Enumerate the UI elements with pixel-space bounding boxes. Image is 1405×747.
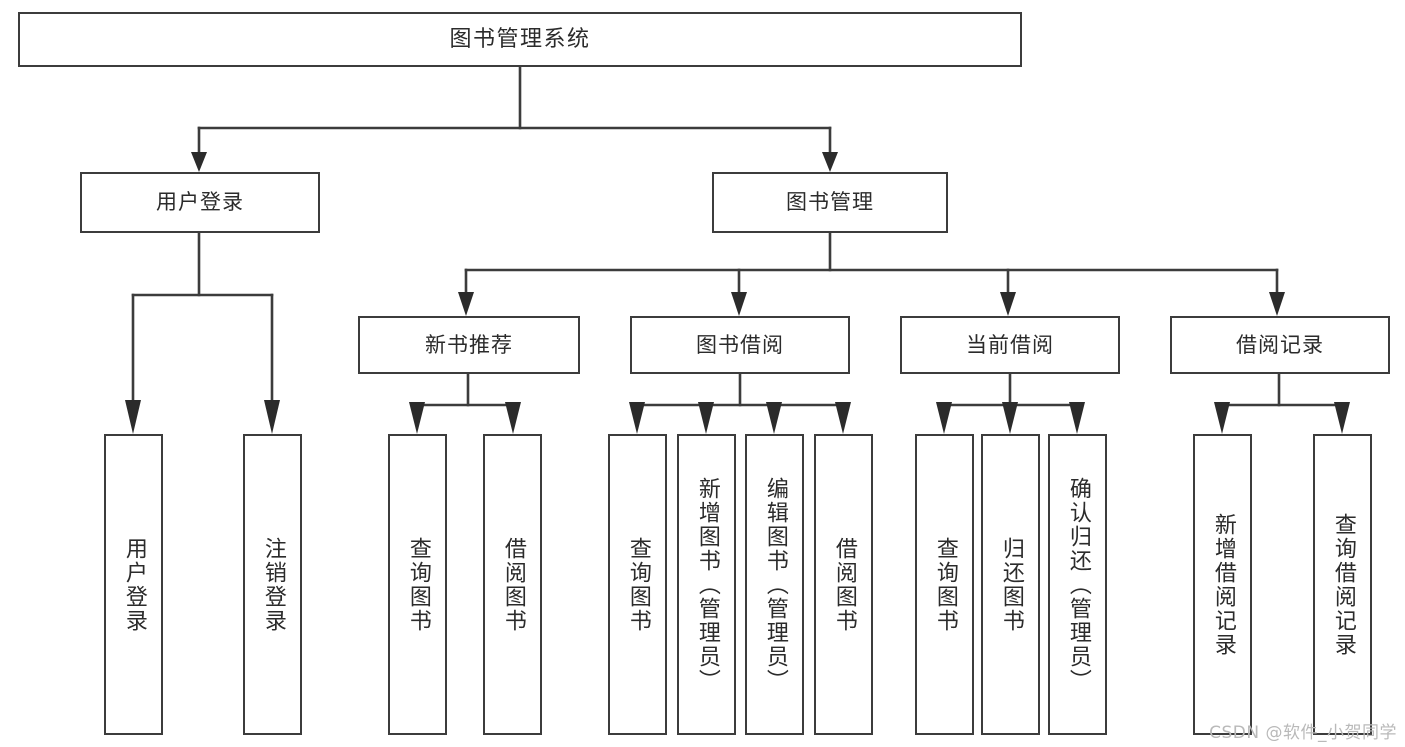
arrowhead-book-manage bbox=[822, 152, 838, 172]
node-leaf-user-login[interactable]: 用户登录 bbox=[104, 434, 163, 735]
arrowhead-currentborrow bbox=[1000, 292, 1016, 316]
node-leaf-borrow-book-1[interactable]: 借阅图书 bbox=[483, 434, 542, 735]
node-root[interactable]: 图书管理系统 bbox=[18, 12, 1022, 67]
node-book-borrow[interactable]: 图书借阅 bbox=[630, 316, 850, 374]
node-leaf-borrow-book-2[interactable]: 借阅图书 bbox=[814, 434, 873, 735]
node-current-borrow[interactable]: 当前借阅 bbox=[900, 316, 1120, 374]
node-leaf-query-record-label: 查询借阅记录 bbox=[1330, 512, 1356, 657]
arrowhead-q-book-1 bbox=[409, 402, 425, 434]
node-leaf-return-book[interactable]: 归还图书 bbox=[981, 434, 1040, 735]
arrowhead-add-book bbox=[698, 402, 714, 434]
node-book-borrow-label: 图书借阅 bbox=[696, 332, 784, 357]
arrowhead-leaf-user-login bbox=[125, 400, 141, 434]
arrowhead-add-record bbox=[1214, 402, 1230, 434]
node-leaf-edit-book-label: 编辑图书（管理员） bbox=[762, 476, 788, 693]
node-leaf-query-book-1-label: 查询图书 bbox=[405, 536, 431, 633]
arrowhead-user-login bbox=[191, 152, 207, 172]
node-leaf-query-book-3[interactable]: 查询图书 bbox=[915, 434, 974, 735]
node-leaf-logout[interactable]: 注销登录 bbox=[243, 434, 302, 735]
node-leaf-query-record[interactable]: 查询借阅记录 bbox=[1313, 434, 1372, 735]
arrowhead-borrowrecord bbox=[1269, 292, 1285, 316]
arrowhead-query-record bbox=[1334, 402, 1350, 434]
arrowhead-newbook bbox=[458, 292, 474, 316]
node-leaf-query-book-1[interactable]: 查询图书 bbox=[388, 434, 447, 735]
node-current-borrow-label: 当前借阅 bbox=[966, 332, 1054, 357]
arrowhead-bookborrow bbox=[731, 292, 747, 316]
arrowhead-return-book bbox=[1002, 402, 1018, 434]
node-user-login-label: 用户登录 bbox=[156, 190, 244, 215]
node-leaf-query-book-2-label: 查询图书 bbox=[625, 536, 651, 633]
node-leaf-borrow-book-2-label: 借阅图书 bbox=[831, 536, 857, 633]
node-root-label: 图书管理系统 bbox=[449, 26, 591, 52]
node-leaf-confirm-return[interactable]: 确认归还（管理员） bbox=[1048, 434, 1107, 735]
node-user-login[interactable]: 用户登录 bbox=[80, 172, 320, 233]
arrowhead-b-book-1 bbox=[505, 402, 521, 434]
node-borrow-record[interactable]: 借阅记录 bbox=[1170, 316, 1390, 374]
arrowhead-q-book-2 bbox=[629, 402, 645, 434]
node-book-manage[interactable]: 图书管理 bbox=[712, 172, 948, 233]
node-book-manage-label: 图书管理 bbox=[786, 190, 874, 215]
arrowhead-edit-book bbox=[766, 402, 782, 434]
node-leaf-user-login-label: 用户登录 bbox=[121, 536, 147, 633]
node-leaf-logout-label: 注销登录 bbox=[260, 536, 286, 633]
node-leaf-add-book-label: 新增图书（管理员） bbox=[694, 476, 720, 693]
arrowheads bbox=[125, 152, 1350, 434]
arrowhead-b-book-2 bbox=[835, 402, 851, 434]
node-leaf-add-book[interactable]: 新增图书（管理员） bbox=[677, 434, 736, 735]
node-leaf-edit-book[interactable]: 编辑图书（管理员） bbox=[745, 434, 804, 735]
arrowhead-q-book-3 bbox=[936, 402, 952, 434]
node-leaf-return-book-label: 归还图书 bbox=[998, 536, 1024, 633]
arrowhead-confirm-return bbox=[1069, 402, 1085, 434]
node-leaf-query-book-2[interactable]: 查询图书 bbox=[608, 434, 667, 735]
node-leaf-borrow-book-1-label: 借阅图书 bbox=[500, 536, 526, 633]
node-borrow-record-label: 借阅记录 bbox=[1236, 332, 1324, 357]
node-new-book-rec-label: 新书推荐 bbox=[425, 332, 513, 357]
node-leaf-confirm-return-label: 确认归还（管理员） bbox=[1065, 476, 1091, 693]
node-leaf-add-record[interactable]: 新增借阅记录 bbox=[1193, 434, 1252, 735]
node-leaf-query-book-3-label: 查询图书 bbox=[932, 536, 958, 633]
node-leaf-add-record-label: 新增借阅记录 bbox=[1210, 512, 1236, 657]
arrowhead-leaf-logout bbox=[264, 400, 280, 434]
node-new-book-rec[interactable]: 新书推荐 bbox=[358, 316, 580, 374]
